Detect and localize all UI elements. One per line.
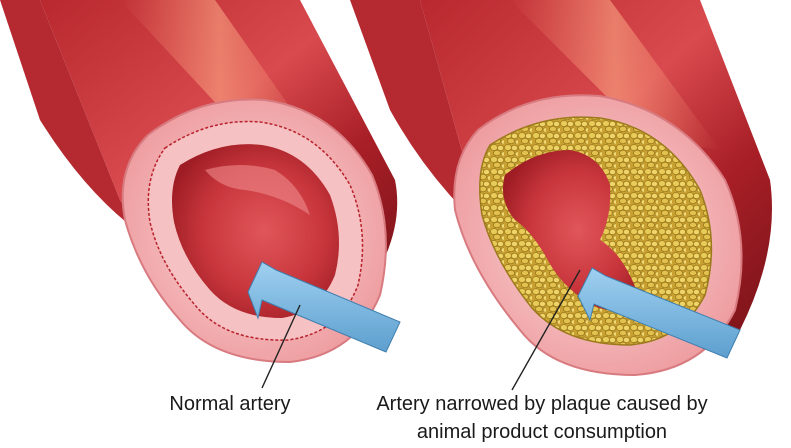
normal-artery-blood-flow-arrow — [247, 261, 401, 353]
narrowed-artery-label-line1: Artery narrowed by plaque caused by — [376, 393, 708, 415]
normal-artery-lumen — [172, 144, 339, 318]
normal-artery-tube-left-edge — [0, 0, 150, 240]
normal-artery-illustration — [0, 0, 401, 389]
narrowed-artery-blood-flow-arrow — [577, 267, 741, 359]
narrowed-artery-lumen — [502, 150, 640, 310]
normal-artery-pointer-line — [261, 304, 301, 389]
normal-artery-lumen-shine — [205, 165, 310, 215]
narrowed-artery-tube-highlight — [510, 0, 720, 150]
narrowed-artery-pointer-line — [511, 269, 581, 391]
normal-artery-label: Normal artery — [169, 393, 291, 415]
narrowed-artery-label-line2: animal product consumption — [416, 421, 668, 443]
narrowed-artery-illustration — [350, 0, 772, 391]
